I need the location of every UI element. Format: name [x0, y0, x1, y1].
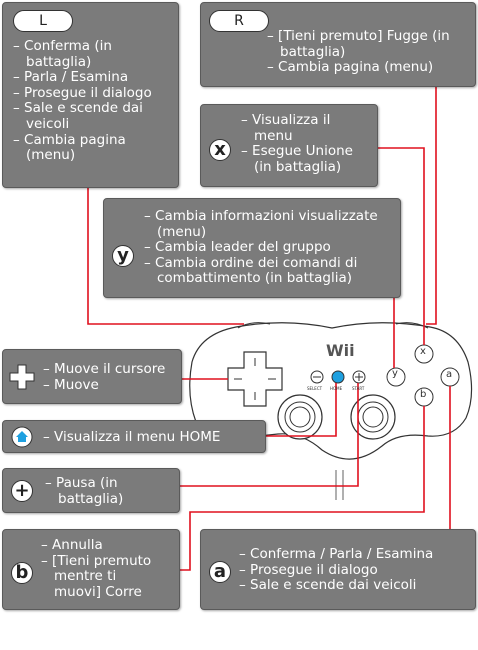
x-button-panel: x Visualizza il menu Esegue Unione (in b… [200, 104, 378, 187]
shoulder-r [395, 322, 429, 329]
home-icon [11, 426, 33, 448]
list-item: Prosegue il dialogo [13, 85, 152, 102]
list-item: Conferma (in battaglia) [13, 38, 152, 70]
home-button-ctrl [331, 370, 345, 384]
dpad-panel: Muove il cursore Muove [2, 349, 182, 404]
wii-logo: Wii [326, 341, 355, 360]
b-button-panel: b Annulla [Tieni premuto mentre ti muovi… [2, 529, 180, 610]
list-item: Cambia leader del gruppo [144, 240, 378, 256]
l-button-panel: L Conferma (in battaglia) Parla / Esamin… [2, 2, 179, 188]
y-key-icon: y [112, 245, 134, 267]
dpad-shape [227, 351, 283, 407]
list-item: Muove [43, 377, 165, 394]
home-label: HOME [330, 386, 343, 391]
home-action-list: Visualizza il menu HOME [43, 429, 220, 446]
dpad-action-list: Muove il cursore Muove [43, 361, 165, 394]
list-item: Prosegue il dialogo [239, 562, 433, 579]
list-item: Parla / Esamina [13, 70, 152, 86]
y-action-list: Cambia informazioni visualizzate (menu) … [144, 208, 378, 287]
line-home [266, 383, 337, 437]
list-item: Visualizza il menu HOME [43, 429, 220, 446]
l-key-pill: L [13, 10, 73, 32]
y-key-ctrl: y [392, 368, 398, 379]
plus-panel: + Pausa (in battaglia) [2, 468, 180, 513]
controller-cable [335, 470, 344, 500]
a-key-ctrl: a [446, 369, 453, 380]
x-action-list: Visualizza il menu Esegue Unione (in bat… [241, 112, 353, 175]
line-r [426, 87, 437, 325]
l-action-list: Conferma (in battaglia) Parla / Esamina … [13, 38, 152, 164]
a-button-panel: a Conferma / Parla / Esamina Prosegue il… [200, 529, 476, 610]
left-stick [277, 394, 323, 440]
list-item: Cambia informazioni visualizzate (menu) [144, 208, 378, 240]
y-button-ctrl [386, 367, 406, 387]
home-panel: Visualizza il menu HOME [2, 420, 266, 453]
list-item: [Tieni premuto] Fugge (in battaglia) [267, 28, 450, 60]
r-key-pill: R [209, 10, 269, 32]
list-item: Sale e scende dai veicoli [13, 101, 152, 132]
list-item: [Tieni premuto mentre ti muovi] Corre [41, 553, 151, 601]
line-b [180, 406, 425, 571]
b-key-ctrl: b [420, 389, 427, 400]
list-item: Annulla [41, 537, 151, 554]
list-item: Muove il cursore [43, 361, 165, 378]
y-button-panel: y Cambia informazioni visualizzate (menu… [103, 198, 401, 298]
r-action-list: [Tieni premuto] Fugge (in battaglia) Cam… [267, 28, 450, 76]
dpad-icon [9, 364, 35, 390]
r-button-panel: R [Tieni premuto] Fugge (in battaglia) C… [200, 2, 476, 87]
plus-action-list: Pausa (in battaglia) [45, 475, 123, 507]
list-item: Esegue Unione (in battaglia) [241, 143, 353, 175]
line-x [378, 147, 425, 345]
line-l [87, 188, 244, 325]
list-item: Conferma / Parla / Esamina [239, 546, 433, 563]
b-action-list: Annulla [Tieni premuto mentre ti muovi] … [41, 537, 151, 601]
shoulder-l [237, 322, 271, 329]
start-label: START [352, 386, 365, 391]
select-label: SELECT [307, 386, 323, 391]
line-plus [180, 383, 359, 487]
list-item: Cambia pagina (menu) [13, 132, 152, 164]
x-key-ctrl: x [420, 346, 426, 357]
list-item: Pausa (in battaglia) [45, 475, 123, 507]
a-key-icon: a [209, 561, 231, 583]
list-item: Cambia ordine dei comandi di combattimen… [144, 255, 378, 287]
b-key-icon: b [11, 562, 33, 584]
plus-key-icon: + [11, 480, 33, 502]
list-item: Sale e scende dai veicoli [239, 578, 433, 594]
a-action-list: Conferma / Parla / Esamina Prosegue il d… [239, 546, 433, 594]
x-key-icon: x [209, 139, 231, 161]
list-item: Visualizza il menu [241, 112, 353, 144]
list-item: Cambia pagina (menu) [267, 60, 450, 76]
